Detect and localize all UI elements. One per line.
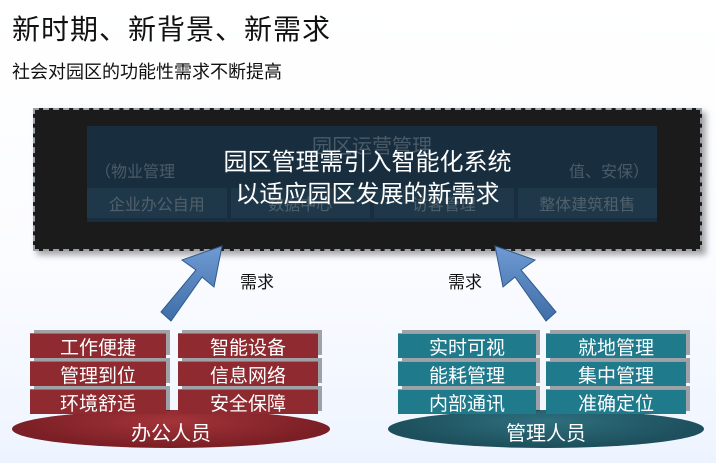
office-tile: 智能设备: [178, 333, 318, 359]
demand-label-right: 需求: [448, 273, 482, 293]
office-staff-base: 办公人员: [12, 410, 330, 448]
manager-tile: 实时可视: [398, 333, 536, 359]
ghost-cell: 整体建筑租售: [517, 188, 657, 218]
manager-tile: 集中管理: [546, 361, 686, 387]
manager-tile: 就地管理: [546, 333, 686, 359]
ghost-cell: 访客管理: [374, 188, 514, 218]
ghost-subtitle: （物业管理 值、安保）: [95, 158, 649, 182]
office-tile: 工作便捷: [30, 333, 166, 359]
office-staff-label: 办公人员: [131, 421, 211, 445]
manager-tile: 内部通讯: [398, 389, 536, 415]
right-up-arrow-icon: [494, 245, 557, 322]
overlay-line-2: 以适应园区发展的新需求: [235, 180, 500, 208]
manager-label: 管理人员: [506, 421, 586, 445]
ghost-sub-right: 值、安保）: [568, 162, 649, 181]
background-diagram: 园区运营管理 （物业管理 值、安保） 企业办公自用 数据中心 访客管理 整体建筑…: [87, 126, 657, 222]
ghost-cell: 数据中心: [230, 188, 370, 218]
manager-tile: 准确定位: [546, 389, 686, 415]
left-up-arrow-icon: [160, 245, 223, 322]
office-tile: 安全保障: [178, 389, 318, 415]
ghost-sub-left: （物业管理: [95, 162, 176, 181]
overlay-message: 园区管理需引入智能化系统 以适应园区发展的新需求: [35, 146, 700, 210]
central-panel: 园区运营管理 （物业管理 值、安保） 企业办公自用 数据中心 访客管理 整体建筑…: [33, 108, 702, 251]
page-title: 新时期、新背景、新需求: [12, 13, 332, 46]
ghost-cell: 企业办公自用: [87, 188, 227, 218]
ghost-title: 园区运营管理: [312, 134, 432, 158]
overlay-line-1: 园区管理需引入智能化系统: [223, 148, 512, 176]
manager-base: 管理人员: [388, 410, 704, 448]
manager-tile: 能耗管理: [398, 361, 536, 387]
ghost-cell-row: 企业办公自用 数据中心 访客管理 整体建筑租售: [87, 188, 657, 218]
office-tile: 信息网络: [178, 361, 318, 387]
office-tile: 环境舒适: [30, 389, 166, 415]
page-subtitle: 社会对园区的功能性需求不断提高: [12, 62, 282, 83]
office-tile: 管理到位: [30, 361, 166, 387]
demand-label-left: 需求: [240, 273, 274, 293]
